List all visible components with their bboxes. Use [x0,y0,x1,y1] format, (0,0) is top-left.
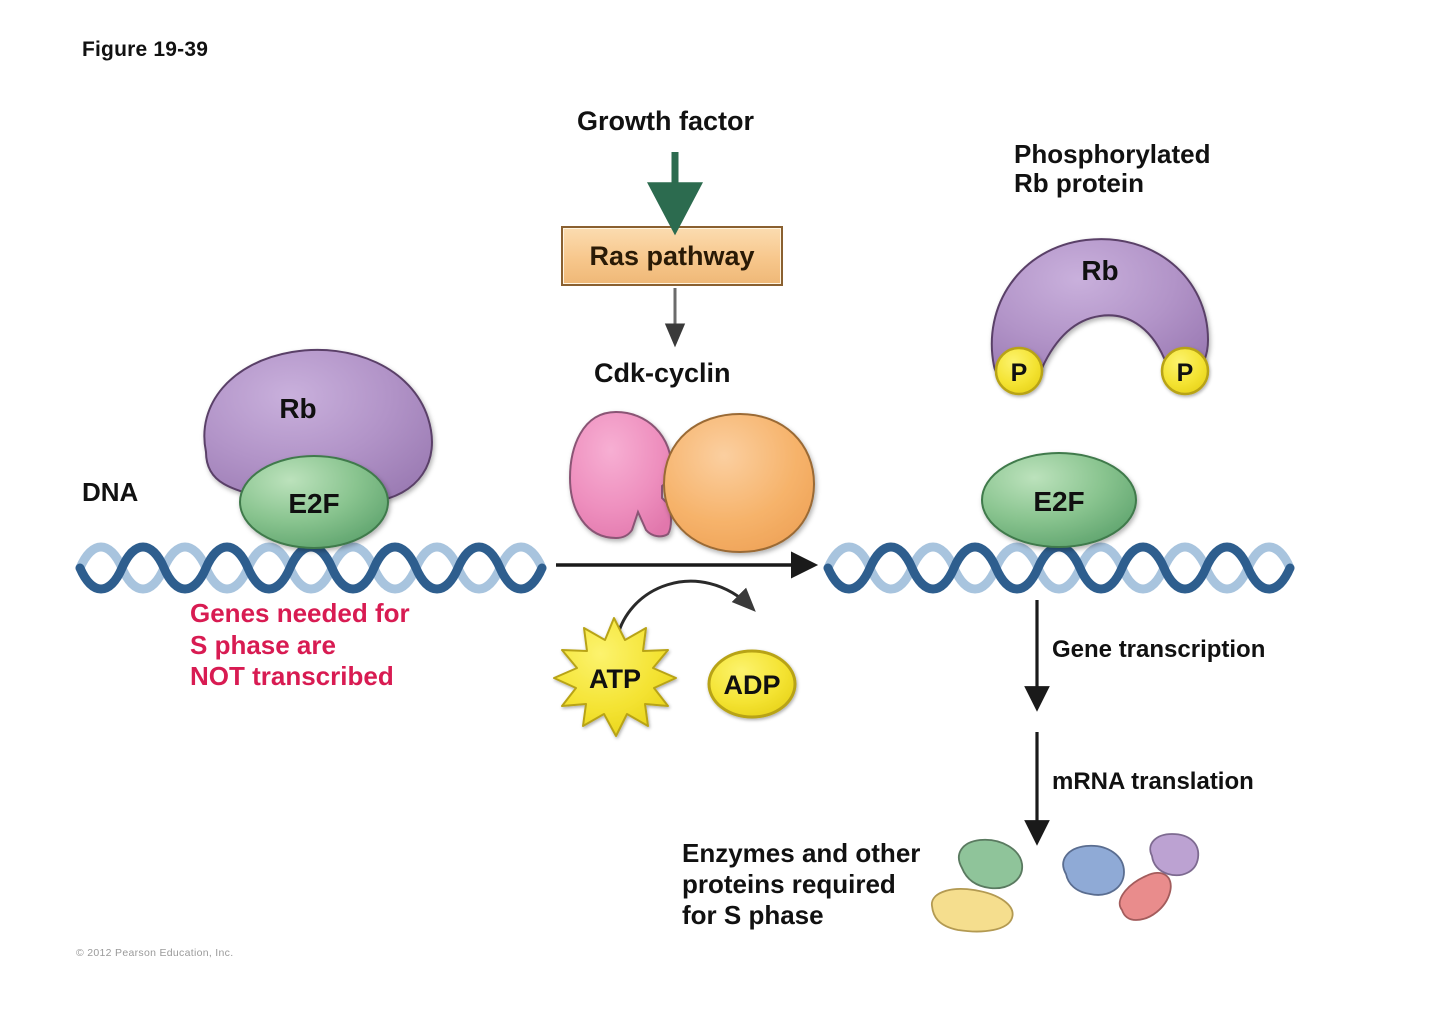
mrna-translation-label: mRNA translation [1052,768,1254,795]
e2f-protein-right [981,452,1137,548]
phosphate-right-text: P [1177,359,1194,387]
genes-not-transcribed-label: Genes needed for S phase are NOT transcr… [190,598,410,692]
cdk-protein [568,410,674,540]
ras-pathway-box: Ras pathway [561,226,783,286]
atp-molecule [553,617,677,737]
e2f-left-text: E2F [288,488,339,519]
cyclin-protein [662,412,816,554]
protein-blob-purple [1149,833,1200,877]
dna-label: DNA [82,477,139,507]
rb-right-text: Rb [1081,255,1118,286]
ras-pathway-label: Ras pathway [589,240,755,271]
enzymes-s-phase-label: Enzymes and other proteins required for … [682,838,921,931]
phosphate-group-left [994,346,1044,396]
gene-transcription-label: Gene transcription [1052,636,1266,663]
figure-label: Figure 19-39 [82,38,209,61]
atp-to-adp-arrow [614,579,756,645]
e2f-right-text: E2F [1033,486,1084,517]
phosphate-group-right [1160,346,1210,396]
dna-helix-right [823,542,1295,594]
protein-blob-blue [1062,844,1125,896]
cdk-cyclin-label: Cdk-cyclin [594,358,731,388]
growth-factor-label: Growth factor [577,106,755,136]
copyright-notice: © 2012 Pearson Education, Inc. [76,947,234,959]
protein-blob-green [958,838,1023,890]
adp-molecule [707,649,797,719]
phosphorylated-rb-label: Phosphorylated Rb protein [1014,139,1211,199]
adp-text: ADP [723,670,780,700]
e2f-protein-left [239,455,389,549]
rb-left-text: Rb [279,393,316,424]
rb-protein-left [203,348,433,505]
atp-text: ATP [589,664,641,694]
protein-blob-red [1118,871,1172,921]
phosphate-left-text: P [1011,359,1028,387]
protein-blob-yellow [931,888,1014,933]
dna-helix-left [75,542,547,594]
